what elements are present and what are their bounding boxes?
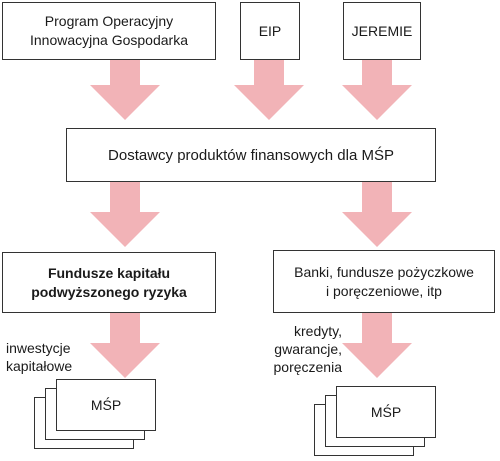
box-providers: Dostawcy produktów finansowych dla MŚP xyxy=(66,128,436,182)
label-equity-investments: inwestycje kapitałowe xyxy=(6,340,73,374)
label-credit-guarantees: kredyty, gwarancje, poręczenia xyxy=(273,323,343,375)
arrow-jeremie-to-providers xyxy=(342,60,412,120)
arrow-funds-to-msp xyxy=(90,313,160,378)
box-eip: EIP xyxy=(240,2,300,60)
box-providers-text: Dostawcy produktów finansowych dla MŚP xyxy=(108,146,394,164)
box-po-ig: Program Operacyjny Innowacyjna Gospodark… xyxy=(2,2,216,60)
arrow-banks-to-msp xyxy=(342,313,412,378)
arrow-po-ig-to-providers xyxy=(90,60,160,120)
box-banks-funds: Banki, fundusze pożyczkowe i poręczeniow… xyxy=(273,250,495,313)
arrow-providers-to-banks xyxy=(342,182,412,247)
box-jeremie: JEREMIE xyxy=(343,2,421,60)
msp-stack-left-front: MŚP xyxy=(56,379,156,431)
msp-right-text: MŚP xyxy=(370,404,402,420)
box-risk-capital-funds: Fundusze kapitału podwyższonego ryzyka xyxy=(2,252,216,313)
box-banks-funds-text: Banki, fundusze pożyczkowe i poręczeniow… xyxy=(294,263,474,299)
box-eip-text: EIP xyxy=(258,22,282,39)
box-po-ig-text: Program Operacyjny Innowacyjna Gospodark… xyxy=(30,13,188,48)
msp-stack-right-front: MŚP xyxy=(336,386,436,438)
box-jeremie-text: JEREMIE xyxy=(351,22,413,39)
arrow-eip-to-providers xyxy=(234,60,304,120)
box-risk-capital-funds-text: Fundusze kapitału podwyższonego ryzyka xyxy=(31,264,187,300)
msp-left-text: MŚP xyxy=(90,397,122,413)
arrow-providers-to-funds xyxy=(90,182,160,247)
